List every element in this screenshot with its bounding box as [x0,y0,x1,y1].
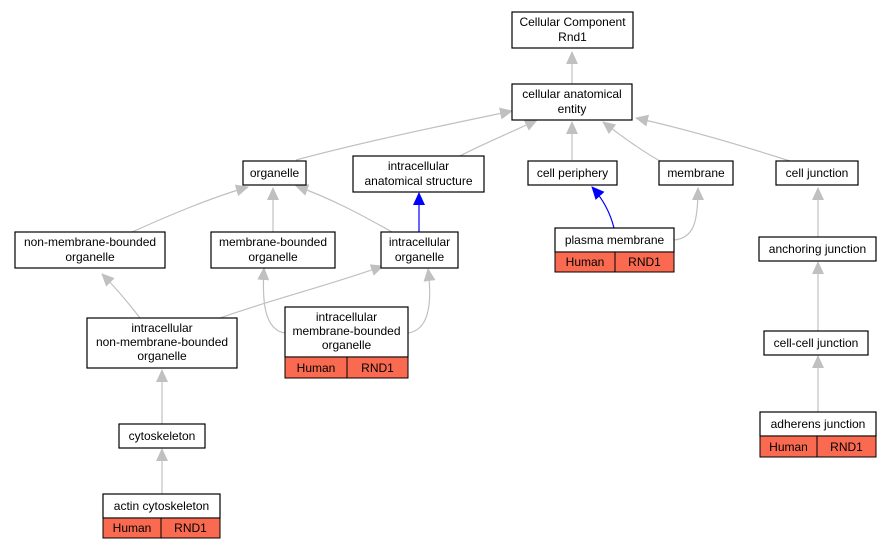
annotation-gene: RND1 [628,255,661,269]
node-label-line: entity [558,102,587,116]
node-label-line: cell-cell junction [774,336,859,350]
edge-junction-cae [635,114,791,162]
annotation-gene-cell [614,251,675,273]
node-label-line: cell junction [786,166,849,180]
node-organelle[interactable]: organelle [242,160,307,186]
annotation-species: Human [113,521,152,535]
node-label-line: organelle [248,250,298,264]
node-label-line: organelle [137,349,187,363]
edge-ias-cae [457,119,538,158]
node-cytoskeleton[interactable]: cytoskeleton [118,423,206,449]
node-anchoring-junction[interactable]: anchoring junction [758,236,877,262]
node-cellular-component-rnd1[interactable]: Cellular Component Rnd1 [511,11,634,49]
node-label-line: anatomical structure [364,174,472,188]
annotation-tag: Human RND1 [102,517,221,539]
node-label-line: membrane-bounded [292,324,400,338]
node-membrane-bounded-organelle[interactable]: membrane-bounded organelle [210,231,336,269]
node-intracellular-membrane-bounded-organelle[interactable]: intracellular membrane-bounded organelle… [284,306,409,379]
edges [101,51,824,494]
annotation-species: Human [566,255,605,269]
node-label-line: intracellular [131,321,192,335]
edge-pm-periphery [591,186,615,229]
node-non-membrane-bounded-organelle[interactable]: non-membrane-bounded organelle [14,231,166,269]
annotation-species: Human [769,440,808,454]
node-label-line: cell periphery [537,166,608,180]
node-cellular-anatomical-entity[interactable]: cellular anatomical entity [511,83,633,121]
annotation-tag: Human RND1 [554,251,675,273]
node-label-line: organelle [395,250,445,264]
edge-pm-membrane [673,187,704,241]
node-adherens-junction[interactable]: adherens junction Human RND1 [759,411,877,458]
node-intracellular-organelle[interactable]: intracellular organelle [380,231,459,269]
node-label-line: membrane-bounded [219,235,327,249]
node-label-line: anchoring junction [769,242,866,256]
node-label-line: cytoskeleton [129,429,196,443]
edge-inmbo-io [219,264,384,319]
node-label-line: adherens junction [771,417,866,431]
node-label-line: Rnd1 [558,30,587,44]
node-label-line: intracellular [316,310,377,324]
node-cell-junction[interactable]: cell junction [775,160,859,186]
annotation-tag: Human RND1 [284,356,409,379]
annotation-gene: RND1 [830,440,863,454]
annotation-gene-cell [816,435,877,458]
edge-io-organelle [295,184,393,233]
node-cell-cell-junction[interactable]: cell-cell junction [763,330,869,356]
edge-imbo-io [407,268,436,334]
node-label-line: membrane [667,166,725,180]
node-label-line: organelle [65,250,115,264]
node-label-line: non-membrane-bounded [24,235,156,249]
node-label-line: organelle [250,166,300,180]
edge-imbo-mbo [257,267,286,334]
node-membrane[interactable]: membrane [658,160,734,186]
node-label-line: intracellular [389,235,450,249]
node-label-line: plasma membrane [565,233,665,247]
nodes: Cellular Component Rnd1 cellular anatomi… [14,11,877,539]
annotation-gene-cell [346,356,409,379]
node-label-line: Cellular Component [519,15,626,29]
annotation-species: Human [297,361,336,375]
node-intracellular-non-membrane-bounded-organelle[interactable]: intracellular non-membrane-bounded organ… [86,317,238,369]
node-label-line: organelle [322,338,372,352]
annotation-gene: RND1 [361,361,394,375]
node-cell-periphery[interactable]: cell periphery [527,160,618,186]
edge-nmbo-organelle [131,184,249,233]
node-actin-cytoskeleton[interactable]: actin cytoskeleton Human RND1 [102,493,221,539]
node-label-line: cellular anatomical [522,87,621,101]
edge-inmbo-nmbo [101,273,141,319]
node-plasma-membrane[interactable]: plasma membrane Human RND1 [554,227,675,273]
node-label-line: intracellular [388,159,449,173]
annotation-gene-cell [160,517,221,539]
node-intracellular-anatomical-structure[interactable]: intracellular anatomical structure [352,155,485,193]
edge-organelle-cae [295,107,513,161]
node-label-line: actin cytoskeleton [114,499,209,513]
edge-membrane-cae [602,121,661,162]
annotation-gene: RND1 [174,521,207,535]
annotation-tag: Human RND1 [759,435,877,458]
node-label-line: non-membrane-bounded [96,335,228,349]
